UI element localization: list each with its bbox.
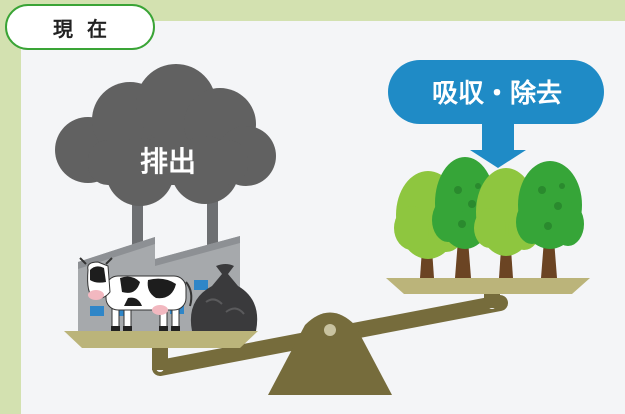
right-pan <box>386 278 590 294</box>
tree-icon <box>394 157 584 278</box>
left-pan-supports <box>152 346 168 370</box>
left-pan <box>64 331 258 348</box>
right-pan-supports <box>484 290 500 308</box>
absorption-label: 吸収・除去 <box>431 79 562 109</box>
current-tab-label: 現在 <box>5 4 155 50</box>
scale-fulcrum <box>268 312 392 395</box>
cloud-icon <box>55 64 276 206</box>
speech-bubble-icon <box>388 60 604 168</box>
cow-icon <box>79 257 193 331</box>
emission-label: 排出 <box>139 145 196 178</box>
garbage-bag-icon <box>190 264 258 331</box>
